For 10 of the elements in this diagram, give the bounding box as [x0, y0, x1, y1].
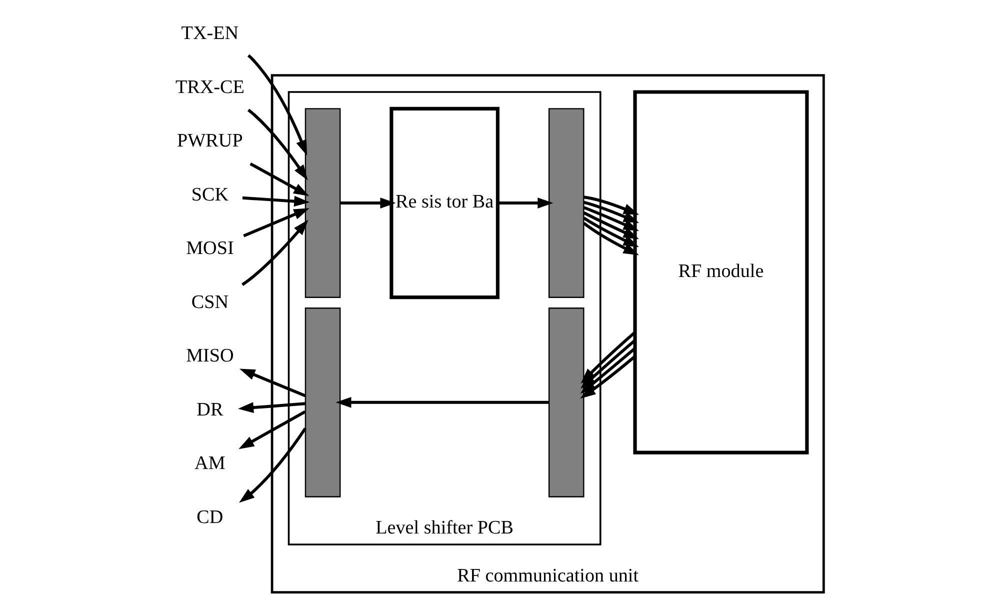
node-text: TRX-CE — [174, 76, 244, 98]
node-text: MOSI — [186, 238, 234, 260]
node-text: SCK — [190, 184, 228, 206]
node-text: DR — [196, 399, 223, 420]
node-text: AM — [194, 453, 225, 474]
node-text: CSN — [190, 292, 228, 313]
node-text: TX-EN — [180, 23, 238, 44]
node-text: CD — [196, 506, 223, 528]
node-text: MISO — [186, 346, 234, 367]
node-text: PWRUP — [176, 130, 242, 152]
